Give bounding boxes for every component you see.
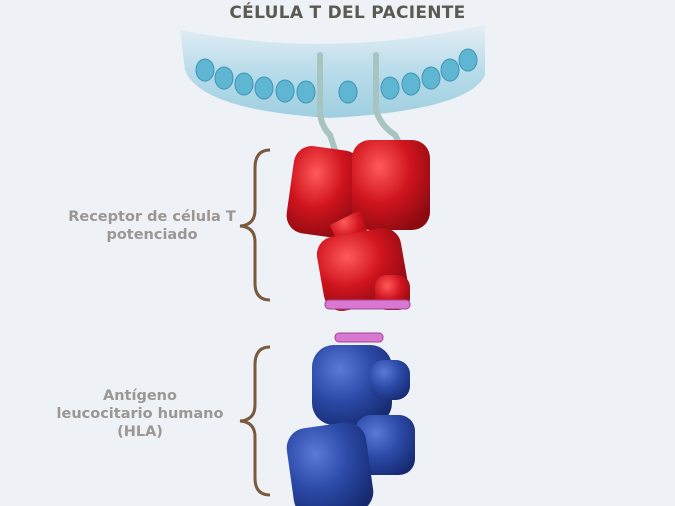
label-hla-line2: leucocitario humano (56, 406, 224, 422)
hla-molecule (286, 345, 415, 506)
receptor-stalks (317, 52, 405, 153)
label-tcr: Receptor de célula T potenciado (62, 208, 242, 244)
receptor-peptide-bar (324, 299, 411, 310)
label-hla-line3: (HLA) (117, 424, 163, 440)
brace-hla (239, 345, 271, 497)
t-cell-receptor (286, 140, 430, 311)
label-hla-line1: Antígeno (103, 388, 177, 404)
hla-peptide-bar (334, 332, 384, 343)
label-tcr-line2: potenciado (106, 227, 198, 243)
cell-membrane (180, 25, 485, 118)
label-tcr-line1: Receptor de célula T (68, 209, 236, 225)
brace-tcr (239, 148, 271, 302)
label-hla: Antígeno leucocitario humano (HLA) (55, 387, 225, 441)
diagram-title: CÉLULA T DEL PACIENTE (229, 3, 466, 23)
